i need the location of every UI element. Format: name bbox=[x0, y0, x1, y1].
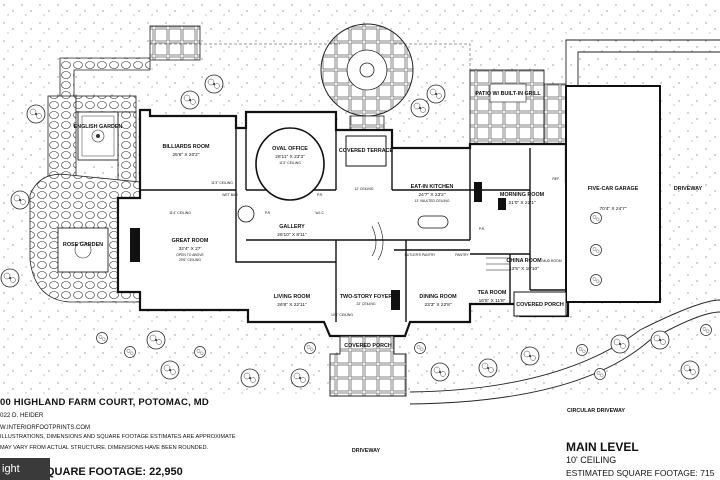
gallery-dim: 26'10" X 8'11" bbox=[277, 232, 307, 238]
ceiling-note-terrace: 12' CEILING bbox=[355, 187, 374, 191]
great-room-ceiling: 29'6" CEILING bbox=[179, 258, 201, 262]
ceiling-note-billiards: 11'3" CEILING bbox=[211, 181, 233, 185]
covered-porch-east-label: COVERED PORCH bbox=[516, 302, 564, 308]
interior-walls bbox=[140, 128, 566, 322]
website-link: W.INTERIORFOOTPRINTS.COM bbox=[0, 425, 90, 431]
english-garden: ENGLISH GARDEN bbox=[74, 111, 123, 161]
dining-room-dim: 23'3" X 22'8" bbox=[424, 302, 451, 308]
south-driveway-label: DRIVEWAY bbox=[352, 448, 381, 454]
disclaimer-line-1: ILLUSTRATIONS, DIMENSIONS AND SQUARE FOO… bbox=[0, 434, 236, 440]
oval-office: OVAL OFFICE 26'11" X 23'3" 11'3" CEILING bbox=[255, 127, 325, 201]
pr-1-label: P.R. bbox=[265, 211, 271, 215]
level-title: MAIN LEVEL bbox=[566, 440, 639, 454]
patio-label: PATIO W/ BUILT-IN GRILL bbox=[475, 91, 541, 97]
morning-room-label: MORNING ROOM bbox=[500, 192, 545, 198]
front-porch-label: COVERED PORCH bbox=[344, 343, 392, 349]
furniture bbox=[130, 182, 506, 310]
oval-office-ceiling: 11'3" CEILING bbox=[279, 161, 301, 165]
foyer-ceiling: 22' CEILING bbox=[357, 302, 376, 306]
great-room-label: GREAT ROOM bbox=[172, 238, 209, 244]
kitchen-label: EAT-IN KITCHEN bbox=[411, 184, 454, 190]
copyright-watermark: ight bbox=[0, 458, 50, 480]
drawing-credit: 022 D. HEIDER bbox=[0, 412, 44, 419]
billiards-room-dim: 25'6" X 20'2" bbox=[172, 152, 199, 158]
foyer-label: TWO-STORY FOYER bbox=[340, 294, 393, 300]
rose-garden-label: ROSE GARDEN bbox=[63, 242, 103, 248]
stairs bbox=[371, 221, 510, 271]
east-driveway-label: DRIVEWAY bbox=[674, 186, 703, 192]
china-room-label: CHINA ROOM bbox=[506, 258, 542, 264]
wet-bar-label: WET BAR bbox=[222, 193, 238, 197]
morning-room-dim: 21'0" X 22'1" bbox=[508, 200, 535, 206]
level-square-footage: ESTIMATED SQUARE FOOTAGE: 715 bbox=[566, 468, 715, 478]
oval-office-label: OVAL OFFICE bbox=[272, 146, 308, 152]
dining-room-label: DINING ROOM bbox=[419, 294, 457, 300]
oval-office-dim: 26'11" X 23'3" bbox=[275, 154, 305, 160]
kitchen-ceiling: 13' VAULTED CEILING bbox=[414, 199, 449, 203]
mud-room-label: MUD ROOM bbox=[542, 259, 561, 263]
front-walk: COVERED PORCH bbox=[329, 335, 407, 397]
china-room-dim: 13'5" X 10'10" bbox=[509, 266, 539, 272]
gallery-label: GALLERY bbox=[279, 224, 305, 230]
property-address: 00 HIGHLAND FARM COURT, POTOMAC, MD bbox=[0, 397, 209, 408]
kitchen-dim: 24'7" X 23'2" bbox=[418, 192, 445, 198]
north-round-terrace bbox=[149, 23, 414, 137]
tea-room-dim: 16'5" X 11'8" bbox=[479, 298, 506, 304]
five-car-garage: FIVE-CAR GARAGE 70'4" X 24'7" bbox=[565, 85, 661, 303]
english-garden-label: ENGLISH GARDEN bbox=[74, 124, 123, 130]
ceiling-note-great: 11'4" CEILING bbox=[169, 211, 191, 215]
disclaimer-line-2: MAY VARY FROM ACTUAL STRUCTURE. DIMENSIO… bbox=[0, 445, 209, 451]
covered-terrace-label: COVERED TERRACE bbox=[339, 148, 394, 154]
wic-label: W.I.C. bbox=[315, 211, 324, 215]
butlers-pantry-label: BUTLER'S PANTRY bbox=[405, 253, 436, 257]
circular-driveway-label: CIRCULAR DRIVEWAY bbox=[567, 408, 625, 414]
total-square-footage: QUARE FOOTAGE: 22,950 bbox=[46, 466, 183, 478]
patio-built-in-grill: PATIO W/ BUILT-IN GRILL bbox=[469, 69, 567, 145]
living-room-dim: 26'8" X 22'11" bbox=[277, 302, 307, 308]
great-room-note: OPEN TO ABOVE bbox=[176, 253, 204, 257]
garage-label: FIVE-CAR GARAGE bbox=[588, 186, 639, 192]
tea-room-label: TEA ROOM bbox=[478, 290, 507, 296]
garage-dim: 70'4" X 24'7" bbox=[599, 206, 626, 212]
level-ceiling: 10' CEILING bbox=[566, 455, 617, 465]
pr-2-label: P.R. bbox=[317, 193, 323, 197]
covered-terrace: COVERED TERRACE bbox=[339, 135, 394, 167]
pantry-label: PANTRY bbox=[455, 253, 469, 257]
covered-porch-east: COVERED PORCH bbox=[513, 291, 567, 317]
living-room-label: LIVING ROOM bbox=[274, 294, 311, 300]
billiards-room-label: BILLIARDS ROOM bbox=[162, 144, 210, 150]
pr-3-label: P.R. bbox=[479, 227, 485, 231]
ceiling-note-foyer: 10'6" CEILING bbox=[331, 313, 353, 317]
kitchen-island bbox=[417, 215, 449, 229]
ref-label: REF. bbox=[552, 177, 559, 181]
great-room-dim: 32'4" X 27' bbox=[179, 246, 202, 252]
rose-garden: ROSE GARDEN bbox=[57, 227, 109, 273]
